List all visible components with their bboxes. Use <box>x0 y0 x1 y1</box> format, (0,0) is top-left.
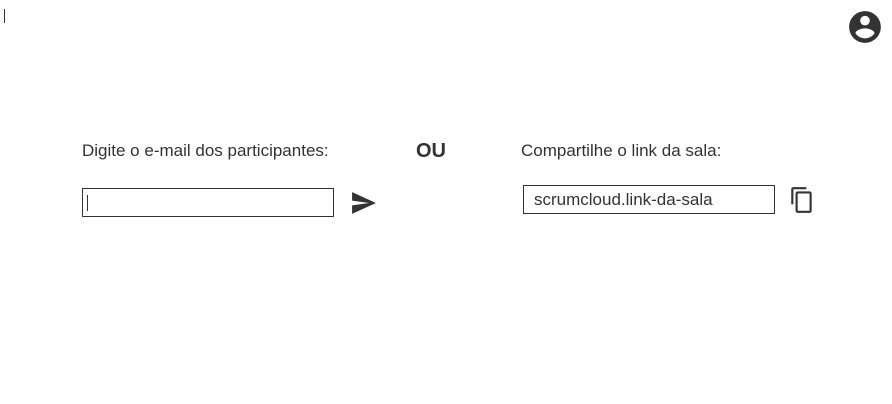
email-label: Digite o e-mail dos participantes: <box>82 141 329 160</box>
account-circle-icon <box>849 11 881 43</box>
user-avatar-button[interactable] <box>846 8 884 46</box>
text-cursor <box>4 9 5 23</box>
email-input-caret <box>87 195 88 211</box>
share-link-label: Compartilhe o link da sala: <box>521 141 722 160</box>
email-input[interactable] <box>82 188 334 217</box>
or-separator: OU <box>416 140 446 162</box>
send-invite-button[interactable] <box>351 191 377 215</box>
room-link-field[interactable]: scrumcloud.link-da-sala <box>523 185 775 214</box>
send-icon <box>352 192 376 214</box>
copy-link-button[interactable] <box>789 186 815 214</box>
copy-icon <box>791 187 812 213</box>
